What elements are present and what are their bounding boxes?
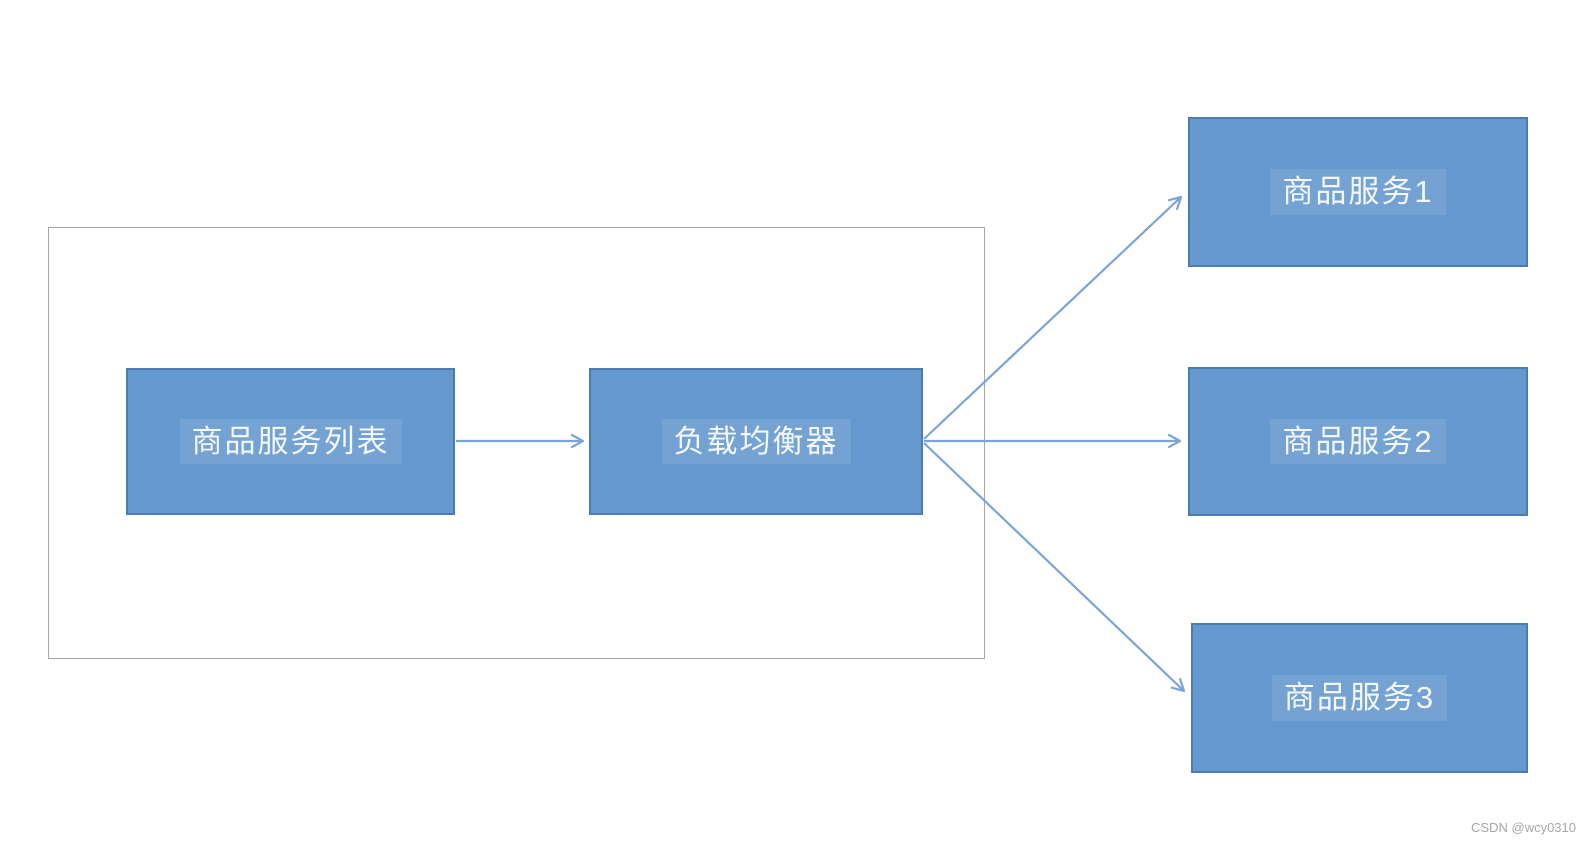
node-product-service-3-label: 商品服务3 [1271,675,1448,721]
node-product-service-2-label: 商品服务2 [1270,418,1446,465]
node-product-service-list: 商品服务列表 [126,368,455,515]
watermark: CSDN @wcy0310 [1471,820,1576,835]
node-load-balancer-label: 负载均衡器 [661,418,851,465]
node-product-service-list-label: 商品服务列表 [179,418,402,465]
node-load-balancer: 负载均衡器 [589,368,923,515]
node-product-service-2: 商品服务2 [1188,367,1528,516]
node-product-service-3: 商品服务3 [1191,623,1528,773]
node-product-service-1: 商品服务1 [1188,117,1528,267]
node-product-service-1-label: 商品服务1 [1270,169,1446,215]
